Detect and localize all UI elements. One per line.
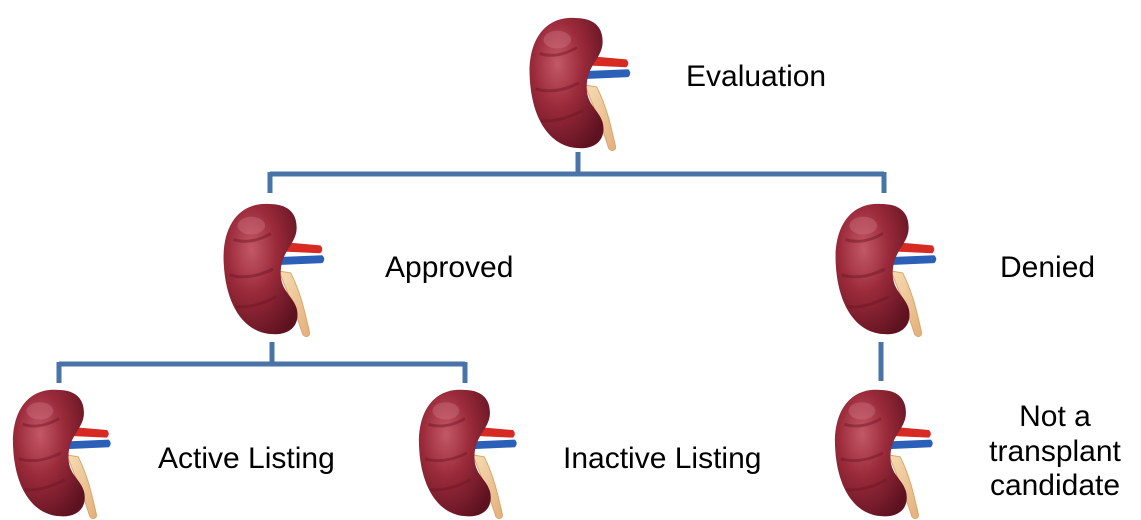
node-label-active-listing: Active Listing	[158, 442, 335, 475]
node-label-approved: Approved	[385, 251, 514, 284]
kidney-icon	[833, 388, 935, 520]
kidney-icon	[222, 202, 326, 338]
node-label-line: Not a	[1019, 400, 1091, 433]
connector-approved	[56, 342, 468, 383]
kidney-icon	[834, 202, 938, 338]
node-label-line: transplant	[989, 434, 1121, 468]
node-label-inactive-listing: Inactive Listing	[563, 442, 762, 475]
node-label-not-candidate: Not a transplant candidate	[975, 400, 1135, 504]
node-label-evaluation: Evaluation	[686, 60, 827, 93]
node-label-denied: Denied	[1000, 251, 1096, 284]
connectors	[56, 152, 887, 383]
kidney-icon	[417, 388, 519, 520]
kidney-icon	[528, 16, 632, 152]
node-label-line: candidate	[989, 469, 1121, 502]
kidney-icon	[11, 388, 113, 520]
connector-evaluation	[267, 152, 887, 193]
